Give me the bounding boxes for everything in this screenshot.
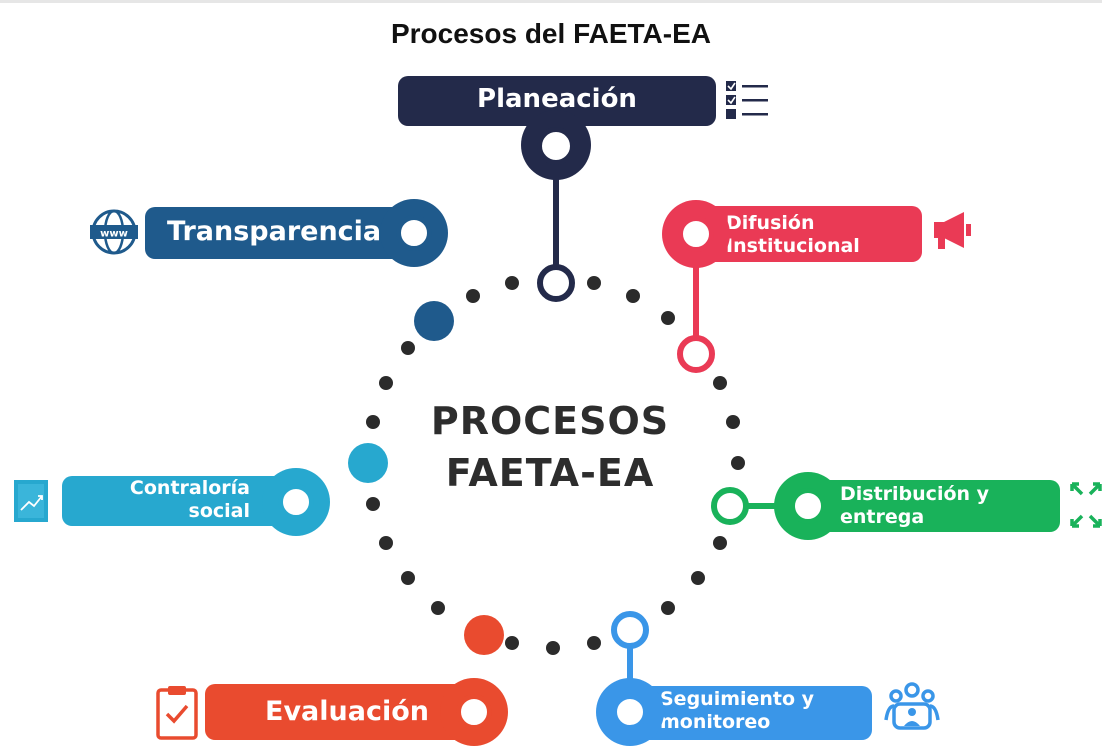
cycle-dot [690, 571, 705, 586]
distribucion-label-line2: entrega [840, 506, 925, 528]
cycle-dot [726, 414, 741, 429]
difusion-ring-node [677, 335, 715, 373]
planeacion-label: Planeación [477, 84, 637, 114]
cycle-dot [379, 536, 394, 551]
distribucion-target [790, 488, 826, 524]
cycle-dot [712, 375, 727, 390]
cycle-dot [430, 600, 445, 615]
svg-text:www: www [100, 229, 128, 240]
cycle-dot [661, 600, 676, 615]
evaluacion-ring-node [463, 614, 504, 655]
distribucion-connector [744, 503, 780, 509]
growth-chart-icon [14, 480, 48, 522]
difusion-target [678, 216, 714, 252]
center-line-1: PROCESOS [430, 399, 670, 443]
evaluacion-label: Evaluación [265, 696, 429, 727]
cycle-dot [587, 636, 602, 651]
contraloria-target [278, 484, 314, 520]
seguimiento-ring-node [611, 611, 649, 649]
cycle-dot [626, 289, 641, 304]
top-divider [0, 0, 1102, 3]
megaphone-icon [934, 212, 971, 249]
contraloria-label-line1: Contraloría [129, 477, 250, 499]
cycle-dot [365, 497, 380, 512]
www-globe-icon: www [90, 209, 138, 255]
distribucion-ring-node [711, 487, 749, 525]
difusion-connector [693, 262, 699, 340]
difusion-label-line2: Institucional [726, 235, 860, 257]
cycle-dot [504, 275, 519, 290]
group-people-icon [884, 682, 940, 730]
cycle-dot [661, 311, 676, 326]
transparencia-ring-node [414, 301, 455, 342]
distribucion-pill: Distribución y entrega [808, 480, 1060, 532]
planeacion-ring-node [537, 264, 575, 302]
evaluacion-target [456, 694, 492, 730]
seguimiento-target [612, 694, 648, 730]
cycle-dot [401, 340, 416, 355]
cycle-dot [465, 289, 480, 304]
cycle-dot [731, 456, 745, 470]
planeacion-target [537, 127, 575, 165]
cycle-dot [379, 375, 394, 390]
seguimiento-pill: Seguimiento y monitoreo [630, 686, 872, 740]
contraloria-label-line2: social [188, 500, 250, 522]
contraloria-ring-node [348, 443, 388, 483]
cycle-dot [401, 571, 416, 586]
transparencia-label: Transparencia [167, 216, 382, 247]
cycle-dot [504, 636, 519, 651]
checklist-icon [726, 81, 768, 119]
transparencia-target [396, 215, 432, 251]
cycle-dot [546, 641, 560, 655]
planeacion-pill: Planeación [398, 76, 716, 126]
planeacion-connector [553, 178, 559, 268]
seguimiento-label-line2: monitoreo [660, 711, 771, 733]
cycle-dot [365, 414, 380, 429]
center-label: PROCESOS FAETA-EA [400, 395, 700, 499]
cycle-dot [587, 275, 602, 290]
expand-arrows-icon [1070, 482, 1102, 528]
seguimiento-connector [627, 647, 633, 687]
cycle-dot [712, 536, 727, 551]
center-line-2: FAETA-EA [445, 451, 655, 495]
seguimiento-label-line1: Seguimiento y [660, 688, 815, 710]
page-title: Procesos del FAETA-EA [390, 18, 711, 49]
difusion-label-line1: Difusión [726, 212, 815, 234]
distribucion-label-line1: Distribución y [840, 483, 990, 505]
clipboard-check-icon [156, 686, 198, 740]
